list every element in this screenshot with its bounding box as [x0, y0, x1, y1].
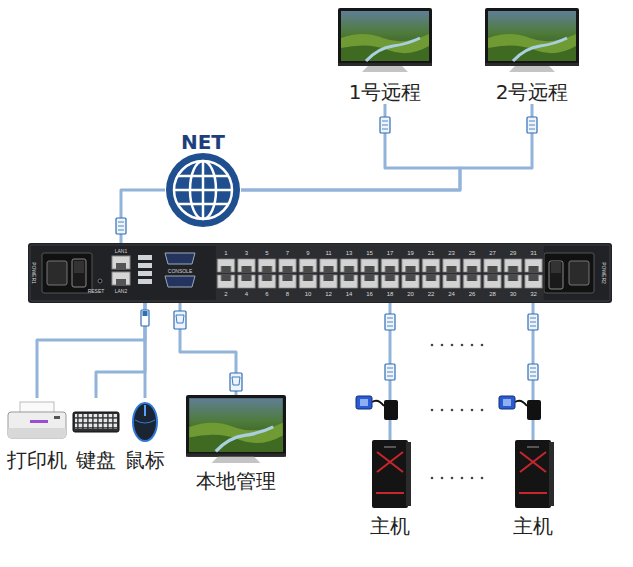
- port-number: 26: [469, 291, 476, 298]
- cable: [241, 104, 460, 190]
- port-number: 5: [265, 249, 268, 256]
- port-number: 9: [306, 249, 309, 256]
- port-number: 19: [407, 249, 414, 256]
- port-number: 18: [387, 291, 394, 298]
- port-number: 12: [325, 291, 332, 298]
- panel-label: LAN2: [115, 288, 128, 294]
- tower-icon: [515, 440, 554, 508]
- port-number: 17: [387, 249, 394, 256]
- port-number: 25: [469, 249, 476, 256]
- mouse-icon: [133, 403, 157, 441]
- monitor-icon: [485, 8, 579, 72]
- panel-label: POWER1: [31, 262, 37, 284]
- port-number: 6: [265, 291, 268, 298]
- cable: [121, 190, 165, 243]
- port-number: 28: [489, 291, 496, 298]
- panel-label: POWER2: [601, 262, 607, 284]
- port-number: 14: [346, 291, 353, 298]
- node-label: 打印机: [7, 448, 67, 472]
- node-label: 本地管理: [196, 469, 276, 493]
- tower-icon: [372, 440, 411, 508]
- remote-monitor: 1号远程: [338, 8, 432, 104]
- cable: [241, 104, 532, 190]
- node-label: 主机: [370, 514, 410, 538]
- local-monitor: 本地管理: [186, 395, 286, 493]
- node-label: 鼠标: [125, 448, 165, 472]
- port-number: 24: [448, 291, 455, 298]
- node-label: 1号远程: [349, 80, 422, 104]
- port-number: 7: [286, 249, 289, 256]
- port-number: 1: [224, 249, 227, 256]
- port-number: 22: [428, 291, 435, 298]
- kvm-adapter: [356, 396, 398, 420]
- port-number: 8: [286, 291, 289, 298]
- remote-monitor: 2号远程: [485, 8, 579, 104]
- mouse: 鼠标: [123, 398, 167, 472]
- port-number: 30: [510, 291, 517, 298]
- panel-label: LAN1: [115, 248, 128, 254]
- port-number: 27: [489, 249, 496, 256]
- keyboard: 键盘: [73, 398, 119, 472]
- port-number: 31: [530, 249, 537, 256]
- globe-icon: [166, 153, 240, 227]
- node-label: NET: [181, 130, 225, 154]
- port-number: 10: [305, 291, 312, 298]
- port-number: 4: [245, 291, 248, 298]
- kvm-adapter: [499, 396, 541, 420]
- port-number: 13: [346, 249, 353, 256]
- kvm-device: [28, 243, 612, 303]
- port-number: 20: [407, 291, 414, 298]
- port-number: 2: [224, 291, 227, 298]
- port-number: 11: [325, 249, 331, 256]
- port-number: 15: [366, 249, 373, 256]
- keyboard-icon: [73, 412, 119, 432]
- node-label: 主机: [513, 514, 553, 538]
- kvm-switch: POWER1 LAN1LAN2 RESET CONSOLE POWER2: [28, 243, 612, 303]
- host-computer: 主机: [350, 440, 430, 538]
- port-number: 21: [428, 249, 435, 256]
- ellipsis-dots: [431, 344, 484, 480]
- printer: 打印机: [4, 398, 70, 472]
- panel-label: CONSOLE: [168, 268, 192, 274]
- port-number: 3: [245, 249, 248, 256]
- port-number: 16: [366, 291, 373, 298]
- port-number: 23: [448, 249, 455, 256]
- printer-icon: [8, 402, 66, 438]
- monitor-icon: [338, 8, 432, 72]
- node-label: 键盘: [76, 448, 116, 472]
- node-label: 2号远程: [496, 80, 569, 104]
- monitor-icon: [186, 395, 286, 463]
- port-number: 32: [530, 291, 537, 298]
- panel-label: RESET: [88, 288, 105, 294]
- host-computer: 主机: [493, 440, 573, 538]
- network-cloud: NET: [165, 130, 241, 228]
- cable: [96, 303, 145, 398]
- port-number: 29: [510, 249, 517, 256]
- cable: [180, 303, 236, 395]
- cable: [37, 303, 145, 398]
